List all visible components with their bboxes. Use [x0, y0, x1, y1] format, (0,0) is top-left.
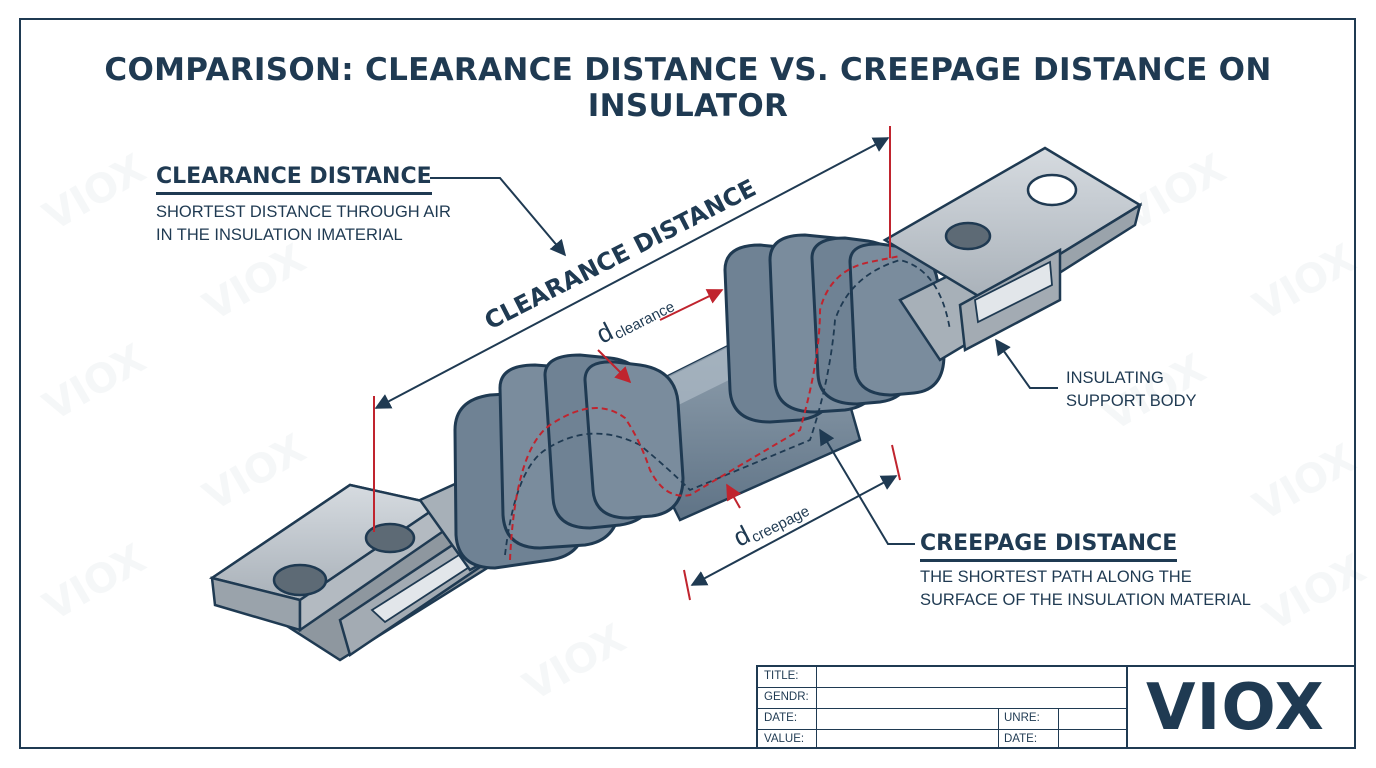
creepage-extension-right — [891, 444, 901, 481]
logo-cell: VIOX — [1126, 667, 1358, 749]
title-block: TITLE: GENDR: DATE: UNRE: VALUE: DATE: V… — [756, 665, 1356, 749]
body-label-line2: SUPPORT BODY — [1066, 392, 1197, 410]
d-creepage-sub: creepage — [749, 503, 812, 547]
clearance-arrow-label: CLEARANCE DISTANCE — [480, 174, 761, 335]
clearance-leader — [430, 177, 567, 257]
body-leader — [995, 338, 1058, 389]
d-clearance-label: d clearance — [591, 298, 678, 349]
gendr-label: GENDR: — [764, 691, 809, 703]
drawing-border — [19, 18, 1356, 749]
date-row: DATE: UNRE: — [758, 709, 1126, 730]
clearance-dimension-line — [374, 137, 890, 409]
title-block-divider — [1058, 709, 1059, 749]
right-sheds — [723, 233, 946, 424]
gendr-row: GENDR: — [758, 688, 1126, 709]
body-label-line1: INSULATING — [1066, 369, 1164, 387]
date2-label: DATE: — [1004, 733, 1038, 745]
creepage-extension-left — [683, 569, 691, 601]
value-row: VALUE: DATE: — [758, 730, 1126, 751]
creepage-path-inner — [504, 259, 951, 556]
date-label: DATE: — [764, 712, 798, 724]
clearance-desc-line2: IN THE INSULATION IMATERIAL — [156, 226, 403, 244]
d-creepage-arrow — [726, 483, 742, 509]
creepage-dimension-line — [690, 475, 898, 586]
value-label: VALUE: — [764, 733, 805, 745]
creepage-heading: CREEPAGE DISTANCE — [920, 531, 1178, 562]
title-block-divider — [816, 667, 817, 749]
d-clearance-arrow-bottom — [597, 349, 632, 384]
d-clearance-arrow-top — [659, 289, 724, 321]
left-sheds — [453, 353, 685, 570]
right-terminal — [882, 146, 1143, 362]
creepage-desc-line1: THE SHORTEST PATH ALONG THE — [920, 568, 1192, 586]
title-row: TITLE: — [758, 667, 1126, 688]
page-title: COMPARISON: CLEARANCE DISTANCE VS. CREEP… — [104, 52, 1272, 124]
title-label: TITLE: — [764, 670, 799, 682]
d-clearance-sub: clearance — [612, 298, 678, 343]
title-block-divider — [998, 709, 999, 749]
viox-logo: VIOX — [1146, 671, 1325, 745]
creepage-leader — [819, 428, 915, 545]
unre-label: UNRE: — [1004, 712, 1040, 724]
creepage-desc-line2: SURFACE OF THE INSULATION MATERIAL — [920, 591, 1251, 609]
